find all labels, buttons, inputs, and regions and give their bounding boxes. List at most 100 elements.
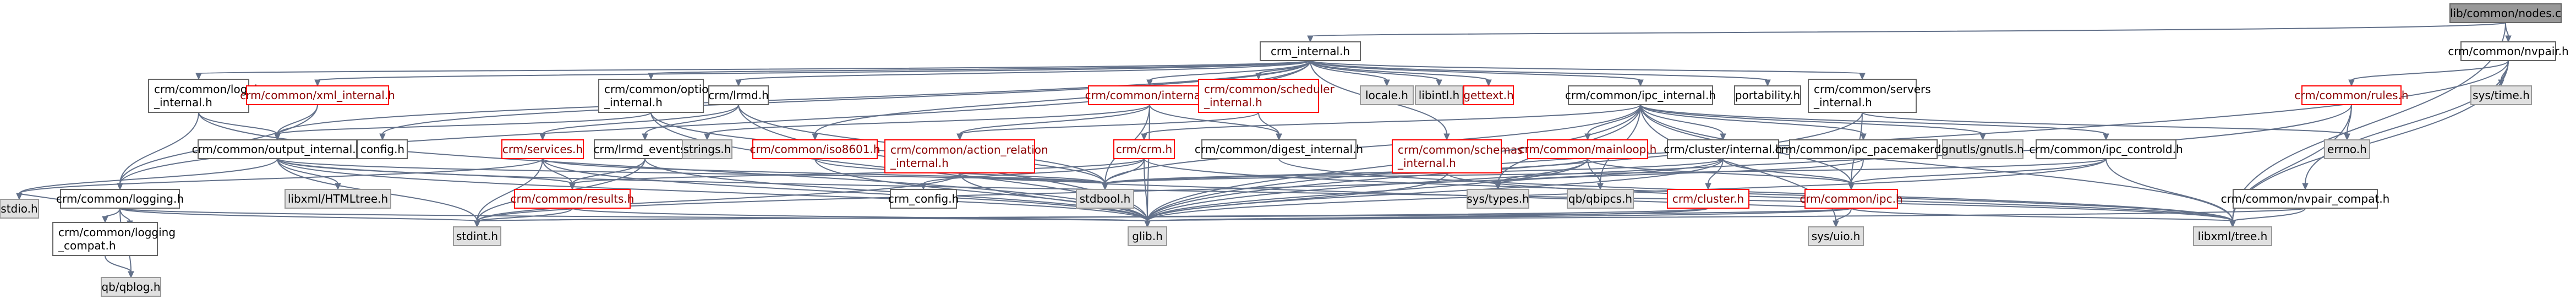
node-logging-compat[interactable]: crm/common/logging_compat.h — [52, 222, 176, 256]
node-box — [1088, 85, 1211, 105]
node-output-internal[interactable]: crm/common/output_internal.h — [192, 139, 363, 159]
edge-line — [1149, 104, 1279, 135]
edge-line — [707, 104, 1150, 135]
node-portability[interactable]: portability.h — [1734, 85, 1801, 105]
edge-arrowhead — [314, 79, 321, 87]
edge-ipc-to-sysuio — [1833, 208, 1852, 228]
node-label-line: crm/lrmd.h — [708, 89, 769, 102]
edge-line — [1835, 208, 1852, 222]
node-services[interactable]: crm/services.h — [501, 139, 584, 159]
node-common-internal[interactable]: crm/common/internal.h — [1085, 85, 1215, 105]
node-ipc-pacemakerd[interactable]: crm/common/ipc_pacemakerd.h — [1775, 139, 1952, 159]
node-htmltree[interactable]: libxml/HTMLtree.h — [285, 189, 391, 209]
node-schemas-internal[interactable]: crm/common/schemas_internal.h — [1392, 139, 1523, 173]
node-box — [752, 139, 878, 159]
node-servers-internal[interactable]: crm/common/servers_internal.h — [1808, 79, 1931, 113]
node-label-line: _compat.h — [58, 239, 116, 252]
node-crm[interactable]: crm/crm.h — [1113, 139, 1175, 159]
node-box — [60, 189, 180, 209]
edge-line — [277, 158, 338, 184]
edge-line — [1104, 158, 2107, 184]
node-cluster[interactable]: crm/cluster.h — [1667, 189, 1749, 209]
node-box — [357, 139, 408, 159]
edge-ipc_internal-to-ipc_pacemakerd — [1640, 104, 1867, 141]
edge-line — [119, 208, 478, 222]
node-action-relation[interactable]: crm/common/action_relation_internal.h — [884, 139, 1048, 173]
edge-line — [277, 158, 1148, 222]
edge-line — [1587, 158, 1852, 184]
node-label-line: sys/uio.h — [1812, 230, 1861, 243]
node-logging[interactable]: crm/common/logging.h — [56, 189, 184, 209]
node-ipc-controld[interactable]: crm/common/ipc_controld.h — [2029, 139, 2183, 159]
node-label: crm/lrmd_events.h — [593, 143, 696, 156]
node-label: crm/common/ipc_pacemakerd.h — [1775, 143, 1952, 156]
edge-arrowhead — [2302, 183, 2309, 191]
node-errno[interactable]: errno.h — [2324, 139, 2370, 159]
node-box — [2324, 139, 2370, 159]
node-rules[interactable]: crm/common/rules.h — [2294, 85, 2409, 105]
node-stdint[interactable]: stdint.h — [453, 226, 501, 246]
edge-line — [1851, 158, 2107, 184]
node-qblipcs[interactable]: qb/qbipcs.h — [1567, 189, 1634, 209]
node-label-line: crm/common/options — [604, 83, 721, 96]
node-ipc-internal[interactable]: crm/common/ipc_internal.h — [1565, 85, 1716, 105]
node-nvpair[interactable]: crm/common/nvpair.h — [2448, 41, 2569, 61]
node-label: crm/cluster/internal.h — [1664, 143, 1782, 156]
edge-cluster_internal-to-cluster — [1705, 158, 1724, 191]
node-tree[interactable]: libxml/tree.h — [2193, 226, 2272, 246]
edge-line — [959, 172, 1148, 222]
edge-arrowhead — [1485, 79, 1492, 87]
node-strings[interactable]: strings.h — [682, 139, 732, 159]
edge-arrowhead — [1144, 220, 1151, 228]
node-results[interactable]: crm/common/results.h — [511, 189, 635, 209]
edge-line — [1497, 158, 1864, 184]
edge-arrowhead — [195, 73, 202, 80]
node-nvpair-compat[interactable]: crm/common/nvpair_compat.h — [2221, 189, 2390, 209]
node-systime[interactable]: sys/time.h — [2470, 85, 2532, 105]
node-label-line: crm_config.h — [888, 192, 959, 205]
node-options-internal[interactable]: crm/common/options_internal.h — [598, 79, 721, 113]
node-label: libxml/tree.h — [2198, 230, 2268, 243]
edge-line — [1278, 158, 2233, 222]
node-config[interactable]: config.h — [357, 139, 408, 159]
node-ipc[interactable]: crm/common/ipc.h — [1800, 189, 1903, 209]
node-iso8601[interactable]: crm/common/iso8601.h — [750, 139, 880, 159]
edge-line — [1104, 158, 1145, 184]
edge-ipc_controld-to-ipc — [1848, 158, 2107, 191]
node-label-line: lib/common/nodes.c — [2450, 7, 2561, 20]
node-crm-internal[interactable]: crm_internal.h — [1260, 41, 1361, 61]
node-box — [1942, 139, 2023, 159]
edge-line — [1144, 158, 1148, 222]
node-cluster-internal[interactable]: crm/cluster/internal.h — [1664, 139, 1782, 159]
node-stdio[interactable]: stdio.h — [0, 199, 39, 219]
edge-line — [105, 255, 132, 273]
node-lrmd-events[interactable]: crm/lrmd_events.h — [593, 139, 697, 159]
node-libintl[interactable]: libintl.h — [1415, 85, 1463, 105]
node-stdbool[interactable]: stdbool.h — [1076, 189, 1134, 209]
edge-arrowhead — [1597, 183, 1604, 191]
node-label: crm/common/nvpair.h — [2448, 45, 2568, 58]
node-systypes[interactable]: sys/types.h — [1467, 189, 1529, 209]
node-label-line: crm/common/internal.h — [1085, 89, 1215, 102]
node-qblog[interactable]: qb/qblog.h — [101, 277, 161, 297]
edge-crm_internal-to-options_internal — [648, 60, 1311, 80]
node-mainloop[interactable]: crm/common/mainloop.h — [1519, 139, 1657, 159]
edge-nvpair-to-rules — [2348, 60, 2509, 87]
node-root[interactable]: lib/common/nodes.c — [2449, 3, 2562, 23]
node-label-line: portability.h — [1735, 89, 1800, 102]
node-digest-internal[interactable]: crm/common/digest_internal.h — [1195, 139, 1363, 159]
edge-ipc_internal-to-ipc_controld — [1640, 104, 2109, 141]
node-crm-config[interactable]: crm_config.h — [888, 189, 959, 209]
node-label-line: libxml/tree.h — [2198, 230, 2268, 243]
node-locale[interactable]: locale.h — [1360, 85, 1414, 105]
node-gnutls[interactable]: gnutls/gnutls.h — [1941, 139, 2024, 159]
node-glib[interactable]: glib.h — [1128, 226, 1167, 246]
edge-ipc_internal-to-crm — [1141, 104, 1641, 141]
node-sysuio[interactable]: sys/uio.h — [1808, 226, 1864, 246]
node-label: glib.h — [1132, 230, 1163, 243]
node-box — [514, 189, 631, 209]
node-lrmd[interactable]: crm/lrmd.h — [708, 85, 769, 105]
node-xml-internal[interactable]: crm/common/xml_internal.h — [240, 85, 395, 105]
node-gettext[interactable]: gettext.h — [1463, 85, 1514, 105]
node-scheduler-internal[interactable]: crm/common/scheduler_internal.h — [1198, 79, 1335, 113]
